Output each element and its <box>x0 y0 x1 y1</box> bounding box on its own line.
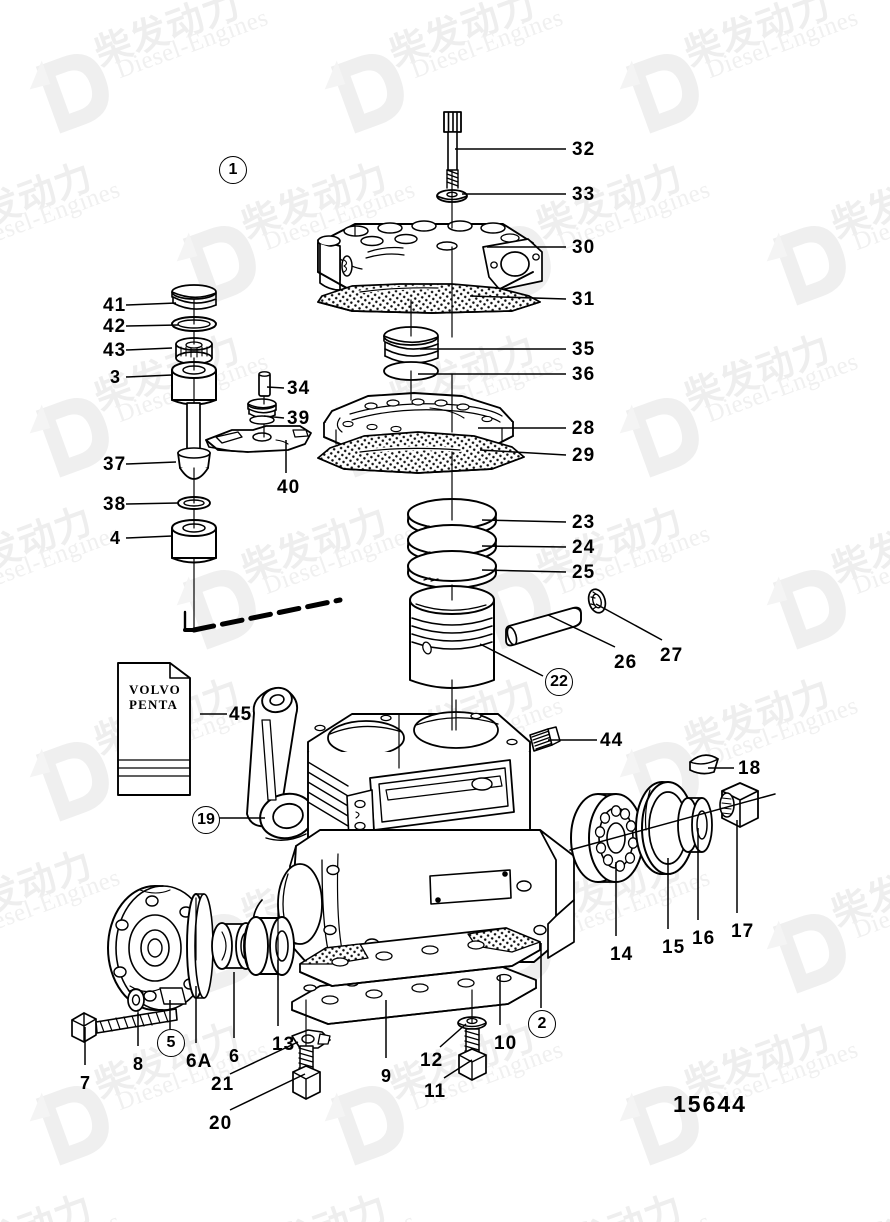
leader-line-20 <box>229 1073 306 1111</box>
callout-21: 21 <box>211 1074 235 1095</box>
leader-line-12 <box>439 1023 467 1048</box>
catalog-number: 15644 <box>673 1091 747 1117</box>
leader-line-23 <box>481 519 567 523</box>
part-45-gasket-kit-box <box>117 662 191 796</box>
callout-15: 15 <box>662 937 686 958</box>
leader-line-29 <box>479 449 567 456</box>
part-25-oil-scraper-ring <box>407 550 497 589</box>
callout-40: 40 <box>277 477 301 498</box>
callout-17: 17 <box>731 921 755 942</box>
callout-18: 18 <box>738 758 762 779</box>
callout-1: 1 <box>219 156 247 184</box>
callout-25: 25 <box>572 562 596 583</box>
leader-line-42 <box>125 324 179 327</box>
callout-8: 8 <box>133 1054 145 1074</box>
callout-9: 9 <box>381 1066 393 1086</box>
callout-19: 19 <box>192 806 220 834</box>
leader-line-31 <box>469 295 567 300</box>
callout-11: 11 <box>424 1081 447 1102</box>
callout-36: 36 <box>572 364 596 385</box>
leader-line-26 <box>547 614 616 648</box>
leader-line-3 <box>125 374 173 378</box>
callout-24: 24 <box>572 537 596 558</box>
part-20-hex-screw <box>292 1045 321 1100</box>
leader-line-25 <box>481 569 567 573</box>
leader-line-22 <box>479 643 544 677</box>
callout-38: 38 <box>103 494 127 515</box>
callout-33: 33 <box>572 184 596 205</box>
part-7-hex-screw <box>71 1008 178 1043</box>
callout-14: 14 <box>610 944 634 965</box>
callout-27: 27 <box>660 645 684 666</box>
brand-line-2: PENTA <box>129 696 179 712</box>
callout-2: 2 <box>528 1010 556 1038</box>
leader-line-37 <box>125 461 177 465</box>
callout-30: 30 <box>572 237 596 258</box>
callout-37: 37 <box>103 454 127 475</box>
leader-line-11 <box>443 1059 473 1079</box>
callout-22: 22 <box>545 668 573 696</box>
callout-29: 29 <box>572 445 596 466</box>
leader-line-39 <box>263 415 285 419</box>
callout-26: 26 <box>614 652 638 673</box>
volvo-penta-brand: VOLVO PENTA <box>129 682 181 712</box>
callout-35: 35 <box>572 339 596 360</box>
leader-line-27 <box>595 603 663 641</box>
callout-20: 20 <box>209 1113 233 1134</box>
callout-39: 39 <box>287 408 311 429</box>
callout-4: 4 <box>110 528 122 548</box>
part-11-hex-nut <box>458 1028 487 1081</box>
leader-line-34 <box>266 386 285 389</box>
leader-line-41 <box>125 302 177 306</box>
callout-42: 42 <box>103 316 127 337</box>
callout-16: 16 <box>692 928 716 949</box>
callout-44: 44 <box>600 730 624 751</box>
part-40-valve-lever <box>205 425 312 453</box>
callout-41: 41 <box>103 295 127 316</box>
part-8-lock-washer <box>127 988 145 1012</box>
callout-31: 31 <box>572 289 596 310</box>
callout-7: 7 <box>80 1073 92 1093</box>
callout-10: 10 <box>494 1033 518 1054</box>
part-39-spring <box>247 398 277 425</box>
callout-28: 28 <box>572 418 596 439</box>
part-19-connecting-rod <box>246 686 315 841</box>
leader-line-24 <box>481 545 567 548</box>
leader-line-43 <box>125 347 173 351</box>
callout-6A: 6A <box>186 1051 213 1072</box>
leader-line-38 <box>125 502 179 505</box>
part-17-nut <box>719 782 759 828</box>
part-43-retainer <box>175 337 213 365</box>
callout-32: 32 <box>572 139 596 160</box>
callout-3: 3 <box>110 367 122 387</box>
callout-34: 34 <box>287 378 311 399</box>
part-37-unloader-valve <box>177 402 211 480</box>
callout-5: 5 <box>157 1029 185 1057</box>
leader-line-4 <box>125 535 173 539</box>
callout-45: 45 <box>229 704 253 725</box>
callout-23: 23 <box>572 512 596 533</box>
callout-12: 12 <box>420 1050 444 1071</box>
callout-43: 43 <box>103 340 127 361</box>
callout-13: 13 <box>272 1034 296 1055</box>
brand-line-1: VOLVO <box>129 682 181 697</box>
leader-line-21 <box>229 1041 299 1075</box>
callout-6: 6 <box>229 1046 241 1066</box>
